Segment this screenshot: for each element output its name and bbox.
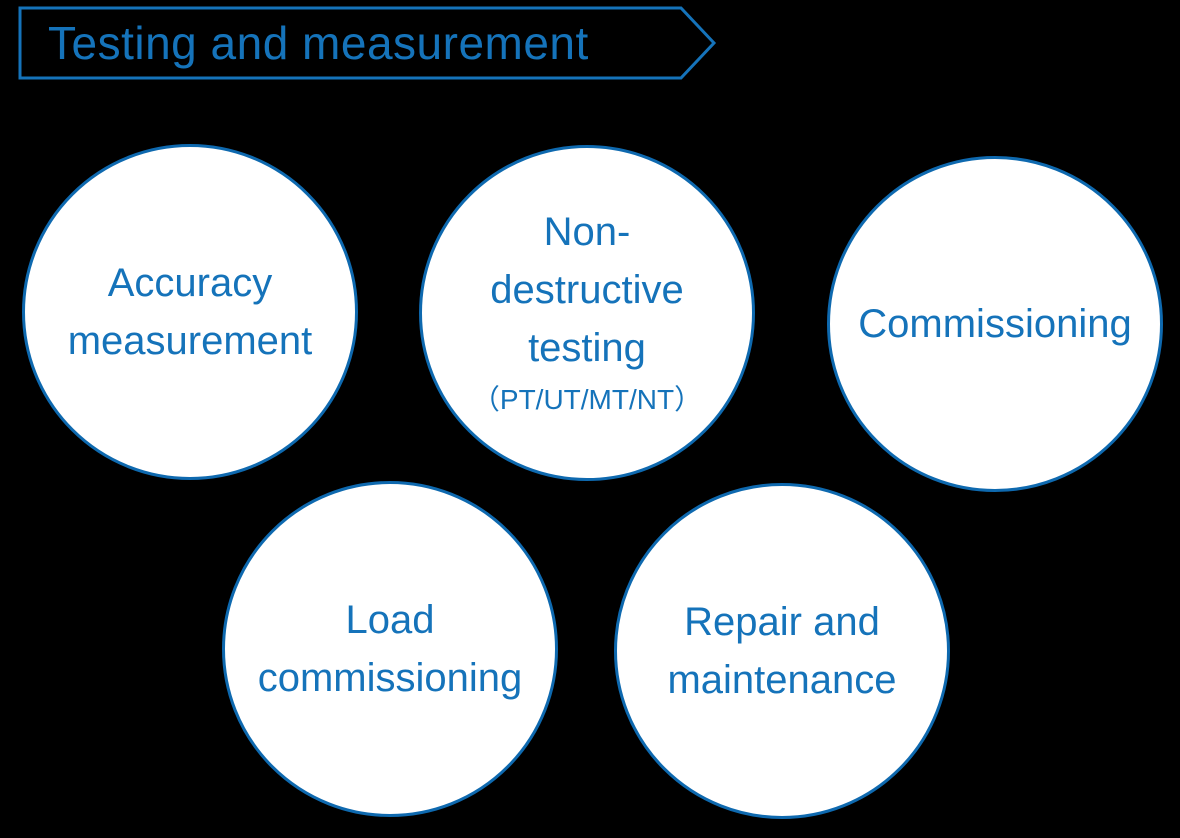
section-title: Testing and measurement — [48, 17, 589, 69]
circle-repair-and-maintenance: Repair and maintenance — [614, 483, 950, 819]
circle-accuracy-measurement: Accuracy measurement — [22, 144, 358, 480]
circle-label-line: Load — [345, 598, 435, 642]
banner-arrow-shape — [18, 6, 717, 80]
circle-label-line: testing — [528, 326, 646, 370]
circle-label-line: Repair and — [684, 600, 880, 644]
circle-label-line: maintenance — [667, 658, 897, 702]
circle-label-line: commissioning — [257, 656, 523, 700]
circle-non-destructive-testing: Non- destructive testing （PT/UT/MT/NT） — [419, 145, 755, 481]
circle-label-line: measurement — [67, 319, 313, 363]
section-banner: Testing and measurement — [18, 6, 722, 80]
circle-label-line: Commissioning — [858, 302, 1132, 346]
circle-label-line: Non- — [543, 210, 631, 254]
circle-commissioning: Commissioning — [827, 156, 1163, 492]
circle-label-line: destructive — [490, 268, 684, 312]
circle-label-line: Accuracy — [107, 261, 273, 305]
circle-load-commissioning: Load commissioning — [222, 481, 558, 817]
circle-label-subline: （PT/UT/MT/NT） — [471, 384, 703, 415]
